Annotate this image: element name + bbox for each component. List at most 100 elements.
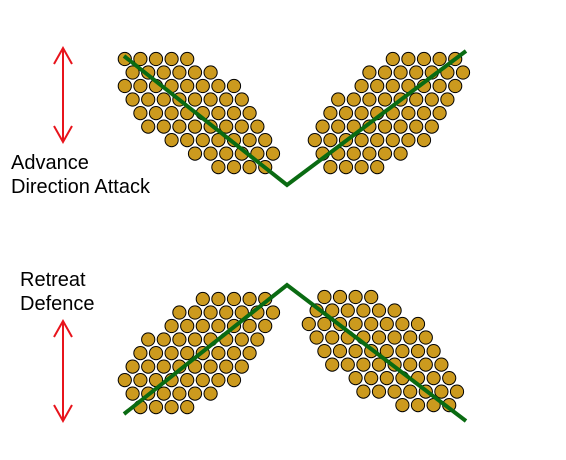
soldier-dot bbox=[385, 51, 400, 67]
soldier-dot bbox=[364, 371, 379, 386]
soldier-dot bbox=[148, 51, 164, 67]
soldier-dot bbox=[393, 65, 408, 80]
soldier-dot bbox=[301, 316, 316, 332]
soldier-dot bbox=[125, 359, 140, 374]
soldier-dot bbox=[172, 386, 187, 401]
soldier-dot bbox=[348, 289, 363, 305]
soldier-dot bbox=[377, 119, 393, 134]
soldier-dot bbox=[315, 119, 330, 134]
soldier-dot bbox=[125, 386, 140, 401]
soldier-dot bbox=[195, 78, 210, 94]
soldier-dot bbox=[180, 346, 195, 361]
soldier-dot bbox=[219, 92, 234, 107]
soldier-dot bbox=[410, 398, 426, 413]
soldier-dot bbox=[346, 146, 361, 161]
soldier-dot bbox=[432, 106, 447, 121]
soldier-dot bbox=[377, 92, 393, 107]
soldier-dot bbox=[172, 305, 187, 320]
soldier-dot bbox=[219, 359, 234, 374]
soldier-dot bbox=[393, 119, 408, 134]
soldier-dot bbox=[211, 373, 226, 388]
soldier-dot bbox=[164, 133, 179, 148]
soldier-dot bbox=[348, 316, 363, 332]
defence-left-cluster bbox=[117, 291, 281, 415]
soldier-dot bbox=[195, 373, 210, 388]
soldier-dot bbox=[211, 160, 226, 175]
soldier-dot bbox=[401, 51, 416, 67]
soldier-dot bbox=[424, 119, 439, 134]
soldier-dot bbox=[362, 146, 377, 161]
soldier-dot bbox=[125, 65, 140, 80]
soldier-dot bbox=[338, 106, 354, 121]
soldier-dot bbox=[141, 92, 156, 107]
soldier-dot bbox=[395, 344, 410, 359]
retreat-defence-label: Retreat Defence bbox=[20, 268, 95, 316]
soldier-dot bbox=[226, 106, 242, 121]
soldier-dot bbox=[203, 305, 218, 320]
soldier-dot bbox=[338, 160, 354, 175]
soldier-dot bbox=[410, 344, 426, 359]
soldier-dot bbox=[141, 359, 156, 374]
soldier-dot bbox=[211, 291, 226, 307]
soldier-dot bbox=[172, 65, 187, 80]
soldier-dot bbox=[180, 133, 195, 148]
soldier-dot bbox=[354, 106, 369, 121]
soldier-dot bbox=[203, 92, 218, 107]
soldier-dot bbox=[234, 332, 249, 347]
soldier-dot bbox=[348, 371, 363, 386]
soldier-dot bbox=[426, 344, 441, 359]
soldier-dot bbox=[340, 303, 355, 318]
soldier-dot bbox=[323, 160, 338, 175]
soldier-dot bbox=[187, 146, 203, 161]
soldier-dot bbox=[434, 384, 449, 399]
soldier-dot bbox=[234, 359, 249, 374]
soldier-dot bbox=[203, 146, 218, 161]
soldier-dot bbox=[125, 92, 140, 107]
soldier-dot bbox=[449, 384, 465, 399]
soldier-dot bbox=[180, 400, 195, 415]
soldier-dot bbox=[195, 291, 210, 307]
soldier-dot bbox=[226, 160, 242, 175]
soldier-dot bbox=[379, 344, 394, 359]
formation-lines bbox=[122, 49, 468, 423]
soldier-dot bbox=[403, 330, 418, 345]
soldier-dot bbox=[370, 133, 385, 148]
soldier-dot bbox=[242, 160, 257, 175]
soldier-dot bbox=[133, 346, 148, 361]
soldier-dot bbox=[377, 146, 393, 161]
soldier-dot bbox=[340, 357, 355, 372]
soldier-dot bbox=[211, 106, 226, 121]
soldier-dot bbox=[362, 92, 377, 107]
soldier-dot bbox=[348, 344, 363, 359]
soldier-dot bbox=[226, 373, 242, 388]
soldier-dot bbox=[203, 359, 218, 374]
soldier-dot bbox=[323, 106, 338, 121]
soldier-dot bbox=[226, 78, 242, 94]
soldier-dot bbox=[180, 51, 195, 67]
soldier-dot bbox=[265, 146, 281, 161]
soldier-dot bbox=[354, 133, 369, 148]
soldier-dot bbox=[172, 332, 187, 347]
soldier-dot bbox=[195, 133, 210, 148]
soldier-dot bbox=[180, 373, 195, 388]
soldier-dot bbox=[356, 357, 371, 372]
soldier-dot bbox=[211, 133, 226, 148]
soldier-dot bbox=[387, 330, 402, 345]
soldier-dot bbox=[332, 289, 348, 305]
soldier-dot bbox=[117, 78, 132, 94]
soldier-dot bbox=[258, 133, 273, 148]
soldier-dot bbox=[117, 373, 132, 388]
soldier-dot bbox=[203, 386, 218, 401]
soldier-dot bbox=[180, 318, 195, 334]
soldier-dot bbox=[141, 119, 156, 134]
soldier-dot bbox=[164, 106, 179, 121]
soldier-dot bbox=[395, 316, 410, 332]
soldier-dot bbox=[416, 51, 432, 67]
soldier-dot bbox=[364, 289, 379, 305]
soldier-dot bbox=[195, 318, 210, 334]
soldier-dot bbox=[148, 106, 164, 121]
soldier-dot bbox=[133, 78, 148, 94]
soldier-dot bbox=[187, 305, 203, 320]
soldier-dot bbox=[211, 78, 226, 94]
soldier-dot bbox=[354, 78, 369, 94]
